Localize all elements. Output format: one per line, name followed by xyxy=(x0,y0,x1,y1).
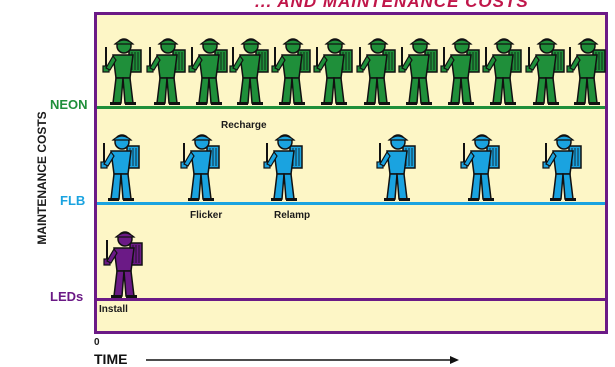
technician-figure-icon xyxy=(313,38,357,106)
event-label-recharge: Recharge xyxy=(221,120,267,131)
event-label-install: Install xyxy=(99,304,128,315)
flb-cost-line xyxy=(97,202,605,205)
technician-figure-icon xyxy=(146,38,190,106)
technician-figure-icon xyxy=(100,134,144,202)
leds-cost-line xyxy=(97,298,605,301)
technician-figure-icon xyxy=(566,38,610,106)
technician-figure-icon xyxy=(188,38,232,106)
row-label-flb: FLB xyxy=(60,193,86,208)
technician-figure-icon xyxy=(460,134,504,202)
technician-figure-icon xyxy=(271,38,315,106)
technician-figure-icon xyxy=(356,38,400,106)
row-label-neon: NEON xyxy=(50,97,88,112)
technician-figure-icon xyxy=(229,38,273,106)
technician-figure-icon xyxy=(525,38,569,106)
technician-figure-icon xyxy=(103,231,147,299)
x-origin-label: 0 xyxy=(94,337,100,348)
technician-figure-icon xyxy=(102,38,146,106)
technician-figure-icon xyxy=(440,38,484,106)
technician-figure-icon xyxy=(542,134,586,202)
arrow-right-icon xyxy=(146,356,459,364)
technician-figure-icon xyxy=(180,134,224,202)
technician-figure-icon xyxy=(482,38,526,106)
y-axis-label: MAINTENANCE COSTS xyxy=(35,111,49,245)
event-label-relamp: Relamp xyxy=(274,210,311,221)
x-axis-label: TIME xyxy=(94,351,128,367)
technician-figure-icon xyxy=(398,38,442,106)
chart-title: ... AND MAINTENANCE COSTS xyxy=(255,0,529,11)
technician-figure-icon xyxy=(263,134,307,202)
neon-cost-line xyxy=(97,106,605,109)
event-label-flicker: Flicker xyxy=(190,210,223,221)
row-label-leds: LEDs xyxy=(50,289,84,304)
technician-figure-icon xyxy=(376,134,420,202)
